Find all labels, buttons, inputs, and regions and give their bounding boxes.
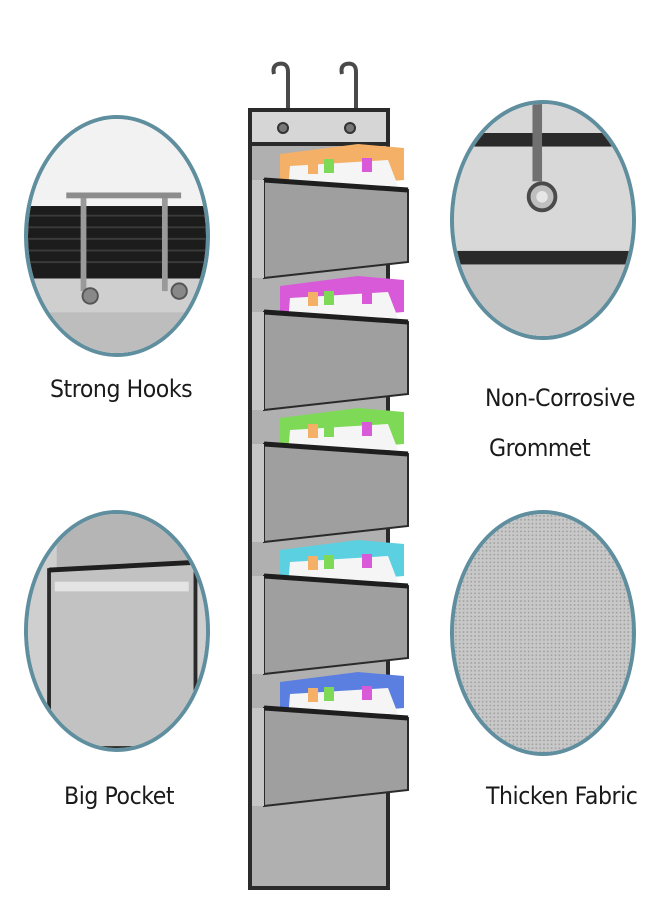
- pocket-side-3: [252, 444, 264, 542]
- hook-left: [271, 61, 290, 118]
- folder-tab: [362, 686, 372, 700]
- pocket-side-5: [252, 708, 264, 806]
- pocket-front-4: [263, 574, 409, 676]
- folder-tab: [324, 687, 334, 701]
- pocket-5: [252, 672, 409, 808]
- pocket-1: [252, 144, 409, 280]
- pocket-rim-2: [263, 309, 409, 325]
- big-pocket-label: Big Pocket: [64, 782, 175, 810]
- pocket-rim-1: [263, 177, 409, 193]
- folder-tab: [324, 291, 334, 305]
- grommet-label-line1: Non-Corrosive: [485, 384, 636, 412]
- hanging-file-organizer-image: [238, 58, 428, 890]
- organizer-illustration: [248, 61, 409, 890]
- folder-tab: [362, 554, 372, 568]
- strong-hooks-label: Strong Hooks: [50, 375, 193, 403]
- pocket-2: [252, 276, 409, 412]
- folder-tab: [324, 555, 334, 569]
- pocket-front-5: [263, 706, 409, 808]
- pocket-front-1: [263, 178, 409, 280]
- pocket-rim-3: [263, 441, 409, 457]
- folder-tab: [362, 158, 372, 172]
- pocket-front-3: [263, 442, 409, 544]
- big-pocket-detail-image: [24, 510, 210, 752]
- pocket-side-2: [252, 312, 264, 410]
- pocket-3: [252, 408, 409, 544]
- grommet-left: [277, 122, 289, 134]
- hook-right: [339, 61, 358, 118]
- folder-tab: [308, 292, 318, 306]
- folder-tab: [324, 423, 334, 437]
- grommet-right: [344, 122, 356, 134]
- grommet-label-line2: Grommet: [489, 434, 591, 462]
- folder-tab: [308, 424, 318, 438]
- thicken-fabric-label: Thicken Fabric: [486, 782, 638, 810]
- strong-hooks-detail-image: [24, 115, 210, 357]
- pocket-rim-5: [263, 705, 409, 721]
- fabric-detail-image: [450, 510, 636, 756]
- pocket-side-4: [252, 576, 264, 674]
- pocket-rim-4: [263, 573, 409, 589]
- top-band: [248, 108, 390, 146]
- folder-tab: [308, 556, 318, 570]
- folder-tab: [324, 159, 334, 173]
- grommet-detail-image: [450, 100, 636, 340]
- pocket-4: [252, 540, 409, 676]
- pocket-front-2: [263, 310, 409, 412]
- folder-tab: [308, 688, 318, 702]
- pocket-side-1: [252, 180, 264, 278]
- folder-tab: [362, 290, 372, 304]
- folder-tab: [362, 422, 372, 436]
- folder-tab: [308, 160, 318, 174]
